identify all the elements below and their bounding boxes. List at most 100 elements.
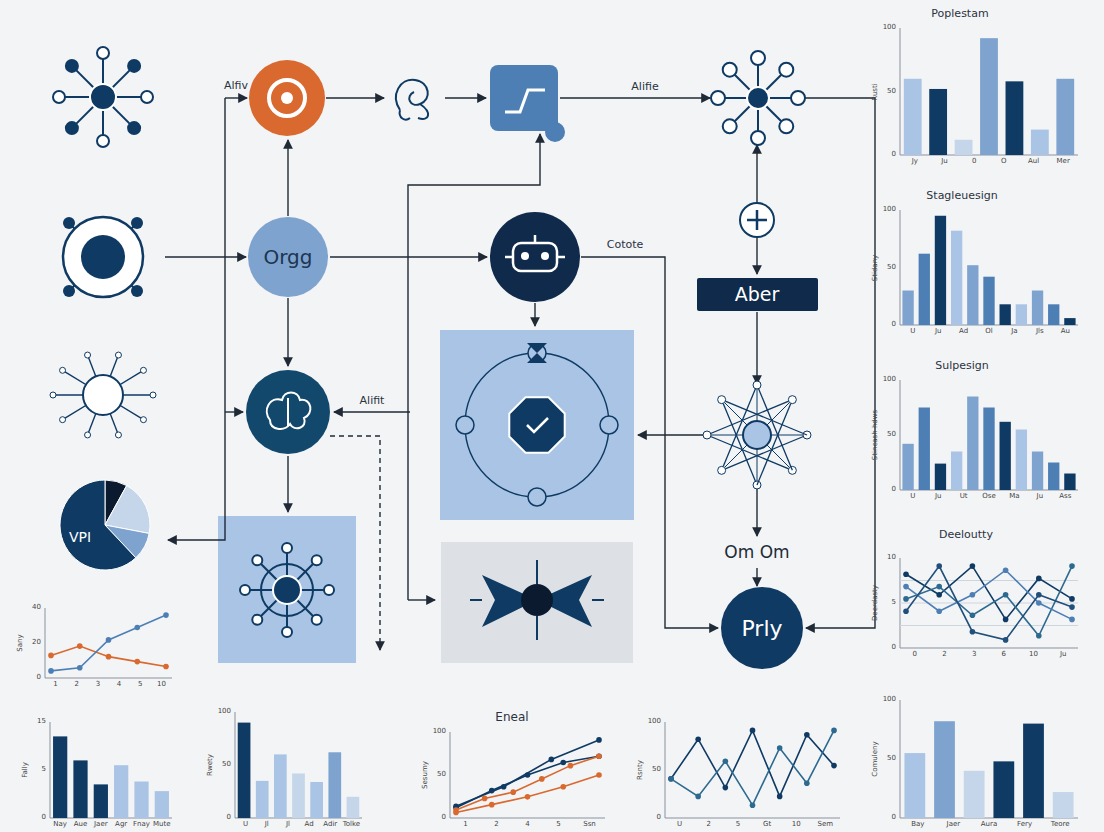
axis-label: 0 (892, 486, 896, 494)
axis-label: Ssn (583, 821, 596, 829)
puzzle-icon (490, 65, 565, 142)
arrow-line (756, 312, 757, 384)
axis-label: Adir (323, 821, 337, 829)
arrow-line (287, 298, 288, 366)
axis-label: 2 (942, 651, 946, 659)
axis-label: 100 (883, 24, 896, 32)
chart-title: Poplestam (931, 8, 988, 20)
axis-label: Ass (1059, 493, 1071, 501)
axis-label: Tolke (343, 821, 360, 829)
axis-label: 0 (37, 674, 41, 682)
axis-label: 0 (892, 644, 896, 652)
axis-label: 2 (75, 681, 79, 689)
axis-label: 0 (227, 814, 231, 822)
axis-label: 3 (972, 651, 976, 659)
axis-label: Comuleny (872, 741, 880, 776)
axis-label: Rwety (207, 754, 215, 776)
network-icon (240, 543, 334, 637)
axis-label: Mer (1057, 158, 1070, 166)
axis-label: Bay (911, 821, 924, 829)
process-circle: Prly (721, 587, 803, 669)
axis-label: Au (1061, 328, 1070, 336)
axis-label: 0 (972, 158, 976, 166)
arrow-line (225, 411, 243, 412)
arrow-line (334, 411, 410, 412)
axis-label: 5 (892, 599, 896, 607)
axis-label: 10 (1029, 651, 1038, 659)
arrow-line (287, 140, 288, 216)
axis-label: 5 (42, 766, 46, 774)
axis-label: 20 (32, 639, 41, 647)
arrow-line (756, 568, 757, 586)
axis-label: Ja (1011, 328, 1017, 336)
axis-label: Jls (1036, 328, 1044, 336)
pie-chart (60, 480, 150, 570)
axis-label: 4 (117, 681, 121, 689)
axis-label: Rusti (872, 83, 880, 100)
chart-title: Om Om (724, 543, 789, 562)
axis-label: 50 (437, 771, 446, 779)
network-icon (711, 51, 805, 145)
chart (900, 28, 1078, 155)
axis-label: 5 (736, 821, 740, 829)
axis-label: Jaer (947, 821, 961, 829)
chart-title: Deeloutty (939, 529, 993, 541)
arrow-line (225, 97, 247, 98)
arrow-line (445, 97, 486, 98)
arrow-line (581, 257, 718, 628)
axis-label: Fery (1017, 821, 1032, 829)
axis-label: Ju (935, 328, 942, 336)
chart (900, 380, 1078, 490)
bowtie-symbol (470, 560, 604, 640)
axis-label: Aul (1028, 158, 1039, 166)
arrow-line (326, 97, 384, 98)
axis-label: 2 (494, 821, 498, 829)
axis-label: 0 (913, 651, 917, 659)
arrow-line (756, 145, 757, 202)
star-network (703, 381, 811, 489)
axis-label: Fally (22, 762, 30, 778)
arrow-line (165, 256, 246, 257)
axis-label: 1 (463, 821, 467, 829)
chart (900, 700, 1078, 818)
axis-label: 40 (32, 604, 41, 612)
chart (665, 722, 840, 818)
axis-label: Ol (985, 328, 992, 336)
axis-label: 0 (657, 814, 661, 822)
axis-label: 100 (883, 206, 896, 214)
axis-label: Deerdasty (872, 585, 880, 621)
axis-label: Ju (1060, 651, 1067, 659)
axis-label: Jy (912, 158, 918, 166)
axis-label: 0 (42, 814, 46, 822)
arrow-line (168, 98, 225, 540)
arrow-line (330, 436, 380, 650)
axis-label: Ju (1037, 493, 1044, 501)
chart-title: Eneal (495, 711, 528, 724)
axis-label: 10 (887, 554, 896, 562)
network-icon (63, 217, 143, 297)
axis-label: U (910, 493, 915, 501)
axis-label: 100 (218, 708, 231, 716)
chart (450, 732, 605, 818)
axis-label: Ose (982, 493, 995, 501)
axis-label: Ad (305, 821, 314, 829)
axis-label: Ju (941, 158, 948, 166)
axis-label: Gt (763, 821, 771, 829)
axis-label: 2 (707, 821, 711, 829)
axis-label: 50 (887, 88, 896, 96)
arrow-line (638, 434, 703, 435)
arrow-line (756, 238, 757, 274)
axis-label: U (677, 821, 682, 829)
panel (218, 330, 634, 663)
node-text: Aber (735, 283, 780, 305)
chart-title: VPI (69, 530, 91, 545)
arrow-line (287, 456, 288, 512)
arrow-line (756, 488, 757, 536)
axis-label: Mute (153, 821, 171, 829)
axis-label: 100 (883, 376, 896, 384)
axis-label: Sem (818, 821, 834, 829)
axis-label: U (243, 821, 248, 829)
axis-label: Ut (960, 493, 968, 501)
ring (261, 564, 313, 616)
